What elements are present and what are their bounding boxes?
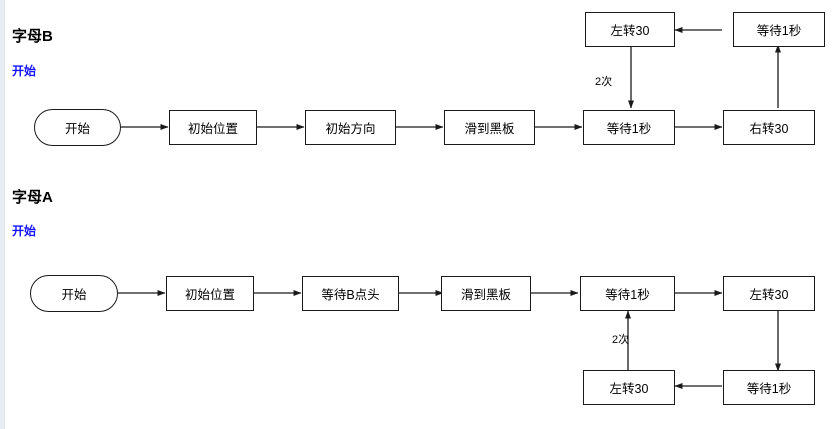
node-b-turn-right-30[interactable]: 右转30	[723, 110, 815, 145]
start-label-b: 开始	[12, 64, 37, 78]
node-b-initial-position[interactable]: 初始位置	[169, 110, 257, 145]
node-a-turn-left-30-bottom[interactable]: 左转30	[583, 370, 675, 405]
node-a-wait-b-nod[interactable]: 等待B点头	[302, 276, 399, 311]
edge-label-a-loop-count: 2次	[612, 334, 630, 346]
node-a-wait-1s-loop[interactable]: 等待1秒	[723, 370, 815, 405]
node-a-initial-position[interactable]: 初始位置	[166, 276, 254, 311]
left-rail	[0, 0, 5, 429]
start-label-a: 开始	[12, 224, 37, 238]
node-a-turn-left-30-top[interactable]: 左转30	[723, 276, 815, 311]
section-title-a: 字母A	[12, 189, 53, 206]
node-a-slide-to-board[interactable]: 滑到黑板	[441, 276, 531, 311]
node-b-wait-1s-main[interactable]: 等待1秒	[583, 110, 675, 145]
edge-label-b-loop-count: 2次	[595, 76, 613, 88]
node-a-start[interactable]: 开始	[30, 275, 118, 312]
node-b-start[interactable]: 开始	[34, 109, 121, 146]
node-b-wait-1s-loop[interactable]: 等待1秒	[733, 12, 825, 47]
node-a-wait-1s-main[interactable]: 等待1秒	[580, 276, 675, 311]
node-b-turn-left-30[interactable]: 左转30	[585, 12, 675, 47]
node-b-slide-to-board[interactable]: 滑到黑板	[444, 110, 535, 145]
section-title-b: 字母B	[12, 28, 53, 45]
node-b-initial-direction[interactable]: 初始方向	[305, 110, 396, 145]
